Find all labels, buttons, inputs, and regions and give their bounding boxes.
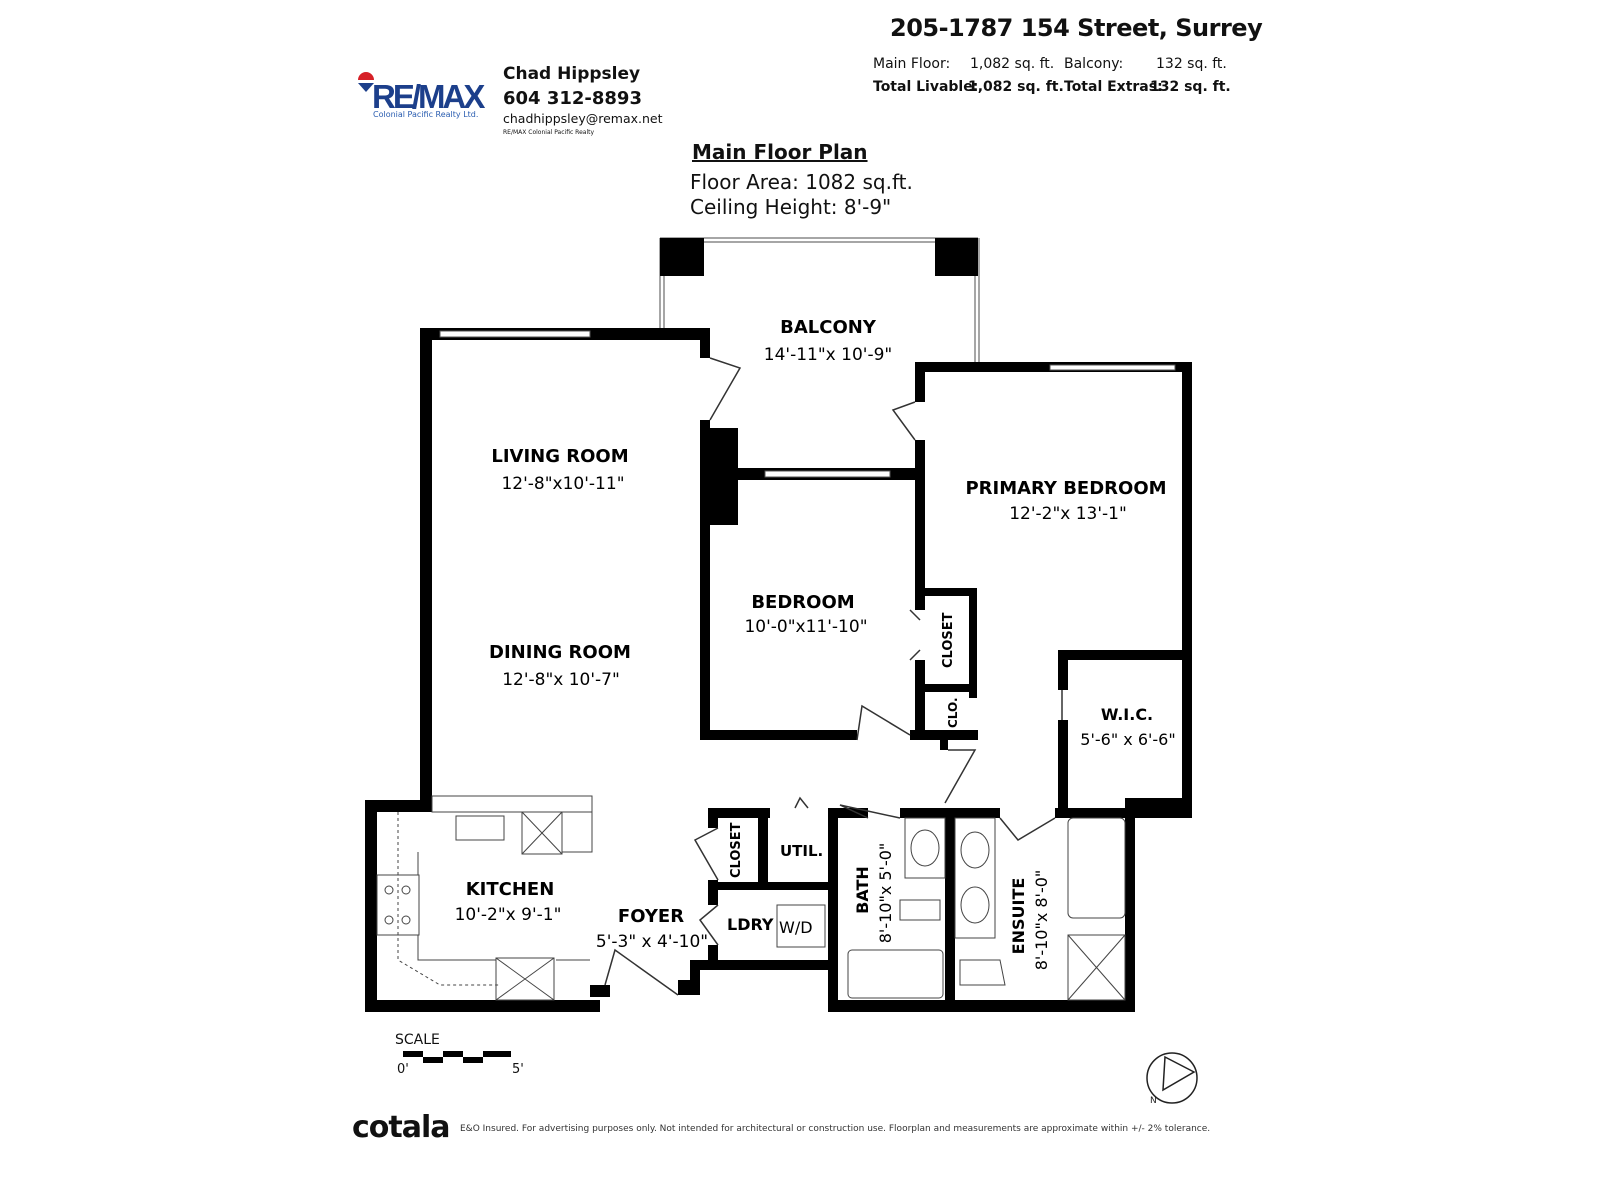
kitchen-dims: 10'-2"x 9'-1" — [455, 905, 562, 925]
logo-wordmark: RE/MAX — [372, 78, 485, 115]
svg-text:N: N — [1150, 1096, 1157, 1106]
scale-label: SCALE — [395, 1032, 440, 1048]
total-livable-value: 1,082 sq. ft. — [968, 79, 1064, 95]
floor-area: Floor Area: 1082 sq.ft. — [690, 170, 913, 194]
dining-room-name: DINING ROOM — [489, 642, 631, 663]
washer-dryer-label: W/D — [779, 918, 813, 937]
bedroom-dims: 10'-0"x11'-10" — [744, 617, 867, 637]
cotala-logo: cotala — [352, 1110, 451, 1145]
clo-label: CLO. — [946, 697, 960, 728]
wic-name: W.I.C. — [1101, 705, 1153, 724]
balcony-name: BALCONY — [780, 317, 877, 338]
agent-name: Chad Hippsley — [503, 64, 641, 84]
agent-firm: RE/MAX Colonial Pacific Realty — [503, 129, 595, 136]
doors — [604, 357, 1063, 996]
property-address: 205-1787 154 Street, Surrey — [890, 14, 1263, 42]
primary-bedroom-name: PRIMARY BEDROOM — [965, 478, 1166, 499]
fixtures — [376, 795, 1126, 1001]
laundry-label: LDRY — [727, 915, 774, 934]
util-label: UTIL. — [780, 842, 823, 860]
living-room-dims: 12'-8"x10'-11" — [501, 474, 624, 494]
agent-phone: 604 312-8893 — [503, 88, 642, 109]
windows — [439, 330, 1176, 478]
north-arrow-icon: N — [1146, 1052, 1198, 1106]
balcony-value: 132 sq. ft. — [1156, 56, 1227, 72]
living-room-name: LIVING ROOM — [491, 446, 628, 467]
balcony-dims: 14'-11"x 10'-9" — [764, 345, 892, 365]
ensuite-name: ENSUITE — [1009, 878, 1028, 955]
main-floor-value: 1,082 sq. ft. — [970, 56, 1055, 72]
disclaimer: E&O Insured. For advertising purposes on… — [460, 1124, 1211, 1134]
balloon-icon — [358, 72, 374, 92]
ensuite-dims: 8'-10"x 8'-0" — [1032, 870, 1051, 971]
wic-dims: 5'-6" x 6'-6" — [1080, 730, 1175, 749]
foyer-name: FOYER — [618, 906, 684, 927]
hall-closet-label: CLOSET — [729, 822, 744, 878]
scale-end: 5' — [512, 1062, 524, 1077]
kitchen-name: KITCHEN — [466, 879, 555, 900]
primary-bedroom-dims: 12'-2"x 13'-1" — [1009, 504, 1127, 524]
balcony-label: Balcony: — [1064, 56, 1124, 72]
total-extras-value: 132 sq. ft. — [1150, 79, 1231, 95]
agent-email: chadhippsley@remax.net — [503, 111, 663, 126]
total-livable-label: Total Livable: — [873, 79, 979, 95]
scale-bar — [403, 1051, 511, 1063]
logo-subtitle: Colonial Pacific Realty Ltd. — [373, 110, 479, 119]
dining-room-dims: 12'-8"x 10'-7" — [502, 670, 620, 690]
kitchen-sink — [455, 815, 505, 841]
fireplace-label: FP — [703, 471, 724, 489]
bath-name: BATH — [853, 866, 872, 914]
plan-title: Main Floor Plan — [692, 140, 868, 164]
balcony-column — [935, 238, 978, 276]
scale-start: 0' — [397, 1062, 409, 1077]
foyer-dims: 5'-3" x 4'-10" — [596, 932, 708, 952]
ceiling-height: Ceiling Height: 8'-9" — [690, 195, 892, 219]
walls — [365, 328, 1192, 1012]
main-floor-label: Main Floor: — [873, 56, 951, 72]
balcony-column — [660, 238, 704, 276]
total-extras-label: Total Extras: — [1064, 79, 1163, 95]
bedroom-name: BEDROOM — [751, 592, 854, 613]
bath-dims: 8'-10"x 5'-0" — [876, 843, 895, 944]
closet-label: CLOSET — [941, 612, 956, 668]
